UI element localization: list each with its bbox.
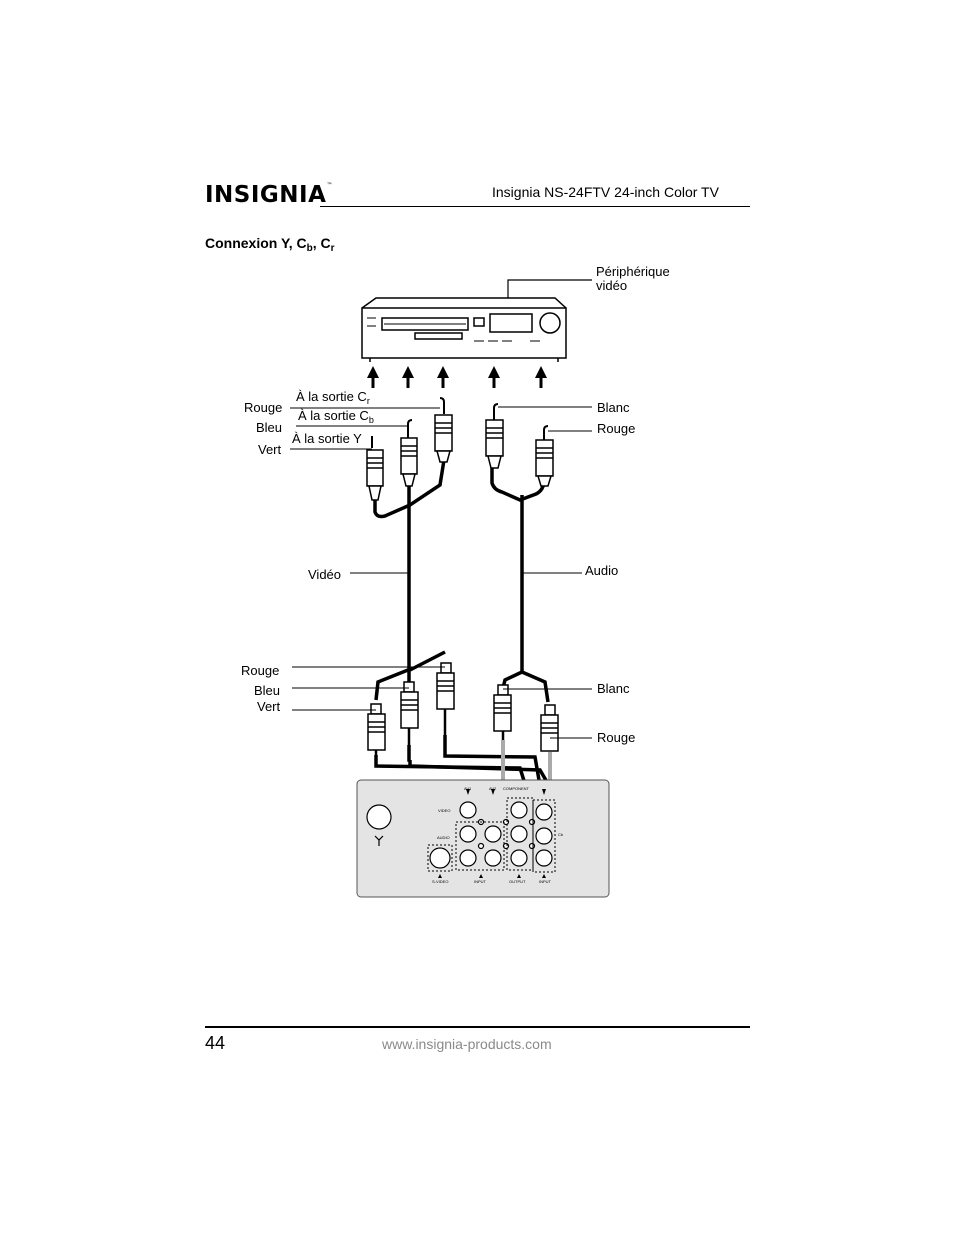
label-sortie-cr: À la sortie Cr <box>296 389 370 406</box>
footer-rule <box>205 1026 750 1028</box>
label-vert-bottom: Vert <box>257 699 281 714</box>
panel-audio: AUDIO <box>437 835 450 840</box>
rca-plug-white-top <box>485 403 504 469</box>
rca-plug-y-top <box>366 436 384 501</box>
device-label-line2: vidéo <box>596 278 627 293</box>
tv-back-panel: AV1 AV2 COMPONENT VIDEO AUDIO S-VIDEO IN… <box>356 779 610 898</box>
rca-plug-cb-top <box>400 419 418 487</box>
rca-plug-cr-bottom <box>436 662 455 735</box>
rca-plug-cb-bottom <box>400 681 419 745</box>
insignia-logo: INSIGNIA™ <box>205 182 333 208</box>
label-vert-top: Vert <box>258 442 282 457</box>
device-label-line1: Périphérique <box>596 264 670 279</box>
panel-av1: AV1 <box>464 786 472 791</box>
document-title: Insignia NS-24FTV 24-inch Color TV <box>492 184 719 200</box>
header-rule <box>320 206 750 207</box>
label-sortie-cb: À la sortie Cb <box>298 408 374 425</box>
rca-plug-white-bottom <box>493 684 512 740</box>
label-rouge-top-right: Rouge <box>597 421 635 436</box>
antenna-jack <box>366 804 392 846</box>
page-number: 44 <box>205 1033 226 1053</box>
label-rouge-bottom-right: Rouge <box>597 730 635 745</box>
rca-plug-cr-top <box>434 397 453 463</box>
label-blanc-bottom: Blanc <box>597 681 630 696</box>
device-label-leader <box>507 279 592 298</box>
label-rouge-top: Rouge <box>244 400 282 415</box>
panel-input: INPUT <box>474 879 487 884</box>
rca-plugs-top <box>366 397 554 501</box>
label-blanc-top: Blanc <box>597 400 630 415</box>
footer-url[interactable]: www.insignia-products.com <box>382 1036 552 1052</box>
label-bleu-top: Bleu <box>256 420 282 435</box>
label-sortie-y: À la sortie Y <box>292 431 362 446</box>
label-rouge-bottom: Rouge <box>241 663 279 678</box>
section-heading: Connexion Y, Cb, Cr <box>205 235 335 254</box>
panel-cb: Cb <box>558 832 564 837</box>
panel-output: OUTPUT <box>509 879 526 884</box>
panel-dashed-groups <box>427 797 556 873</box>
rca-plug-y-bottom <box>367 703 386 756</box>
rca-plug-red-top <box>535 425 554 487</box>
panel-video: VIDEO <box>438 808 450 813</box>
video-device <box>361 297 567 362</box>
panel-svideo: S-VIDEO <box>432 879 448 884</box>
leader-lines <box>290 406 592 739</box>
label-video-cable: Vidéo <box>308 567 341 582</box>
rca-plugs-bottom <box>367 662 559 756</box>
panel-arrows <box>438 789 546 878</box>
signal-arrows <box>367 366 547 388</box>
panel-av2: AV2 <box>489 786 497 791</box>
rca-plug-red-bottom <box>540 704 559 752</box>
label-bleu-bottom: Bleu <box>254 683 280 698</box>
label-audio-cable: Audio <box>585 563 618 578</box>
panel-component: COMPONENT <box>503 786 530 791</box>
panel-input-component: INPUT <box>539 879 552 884</box>
